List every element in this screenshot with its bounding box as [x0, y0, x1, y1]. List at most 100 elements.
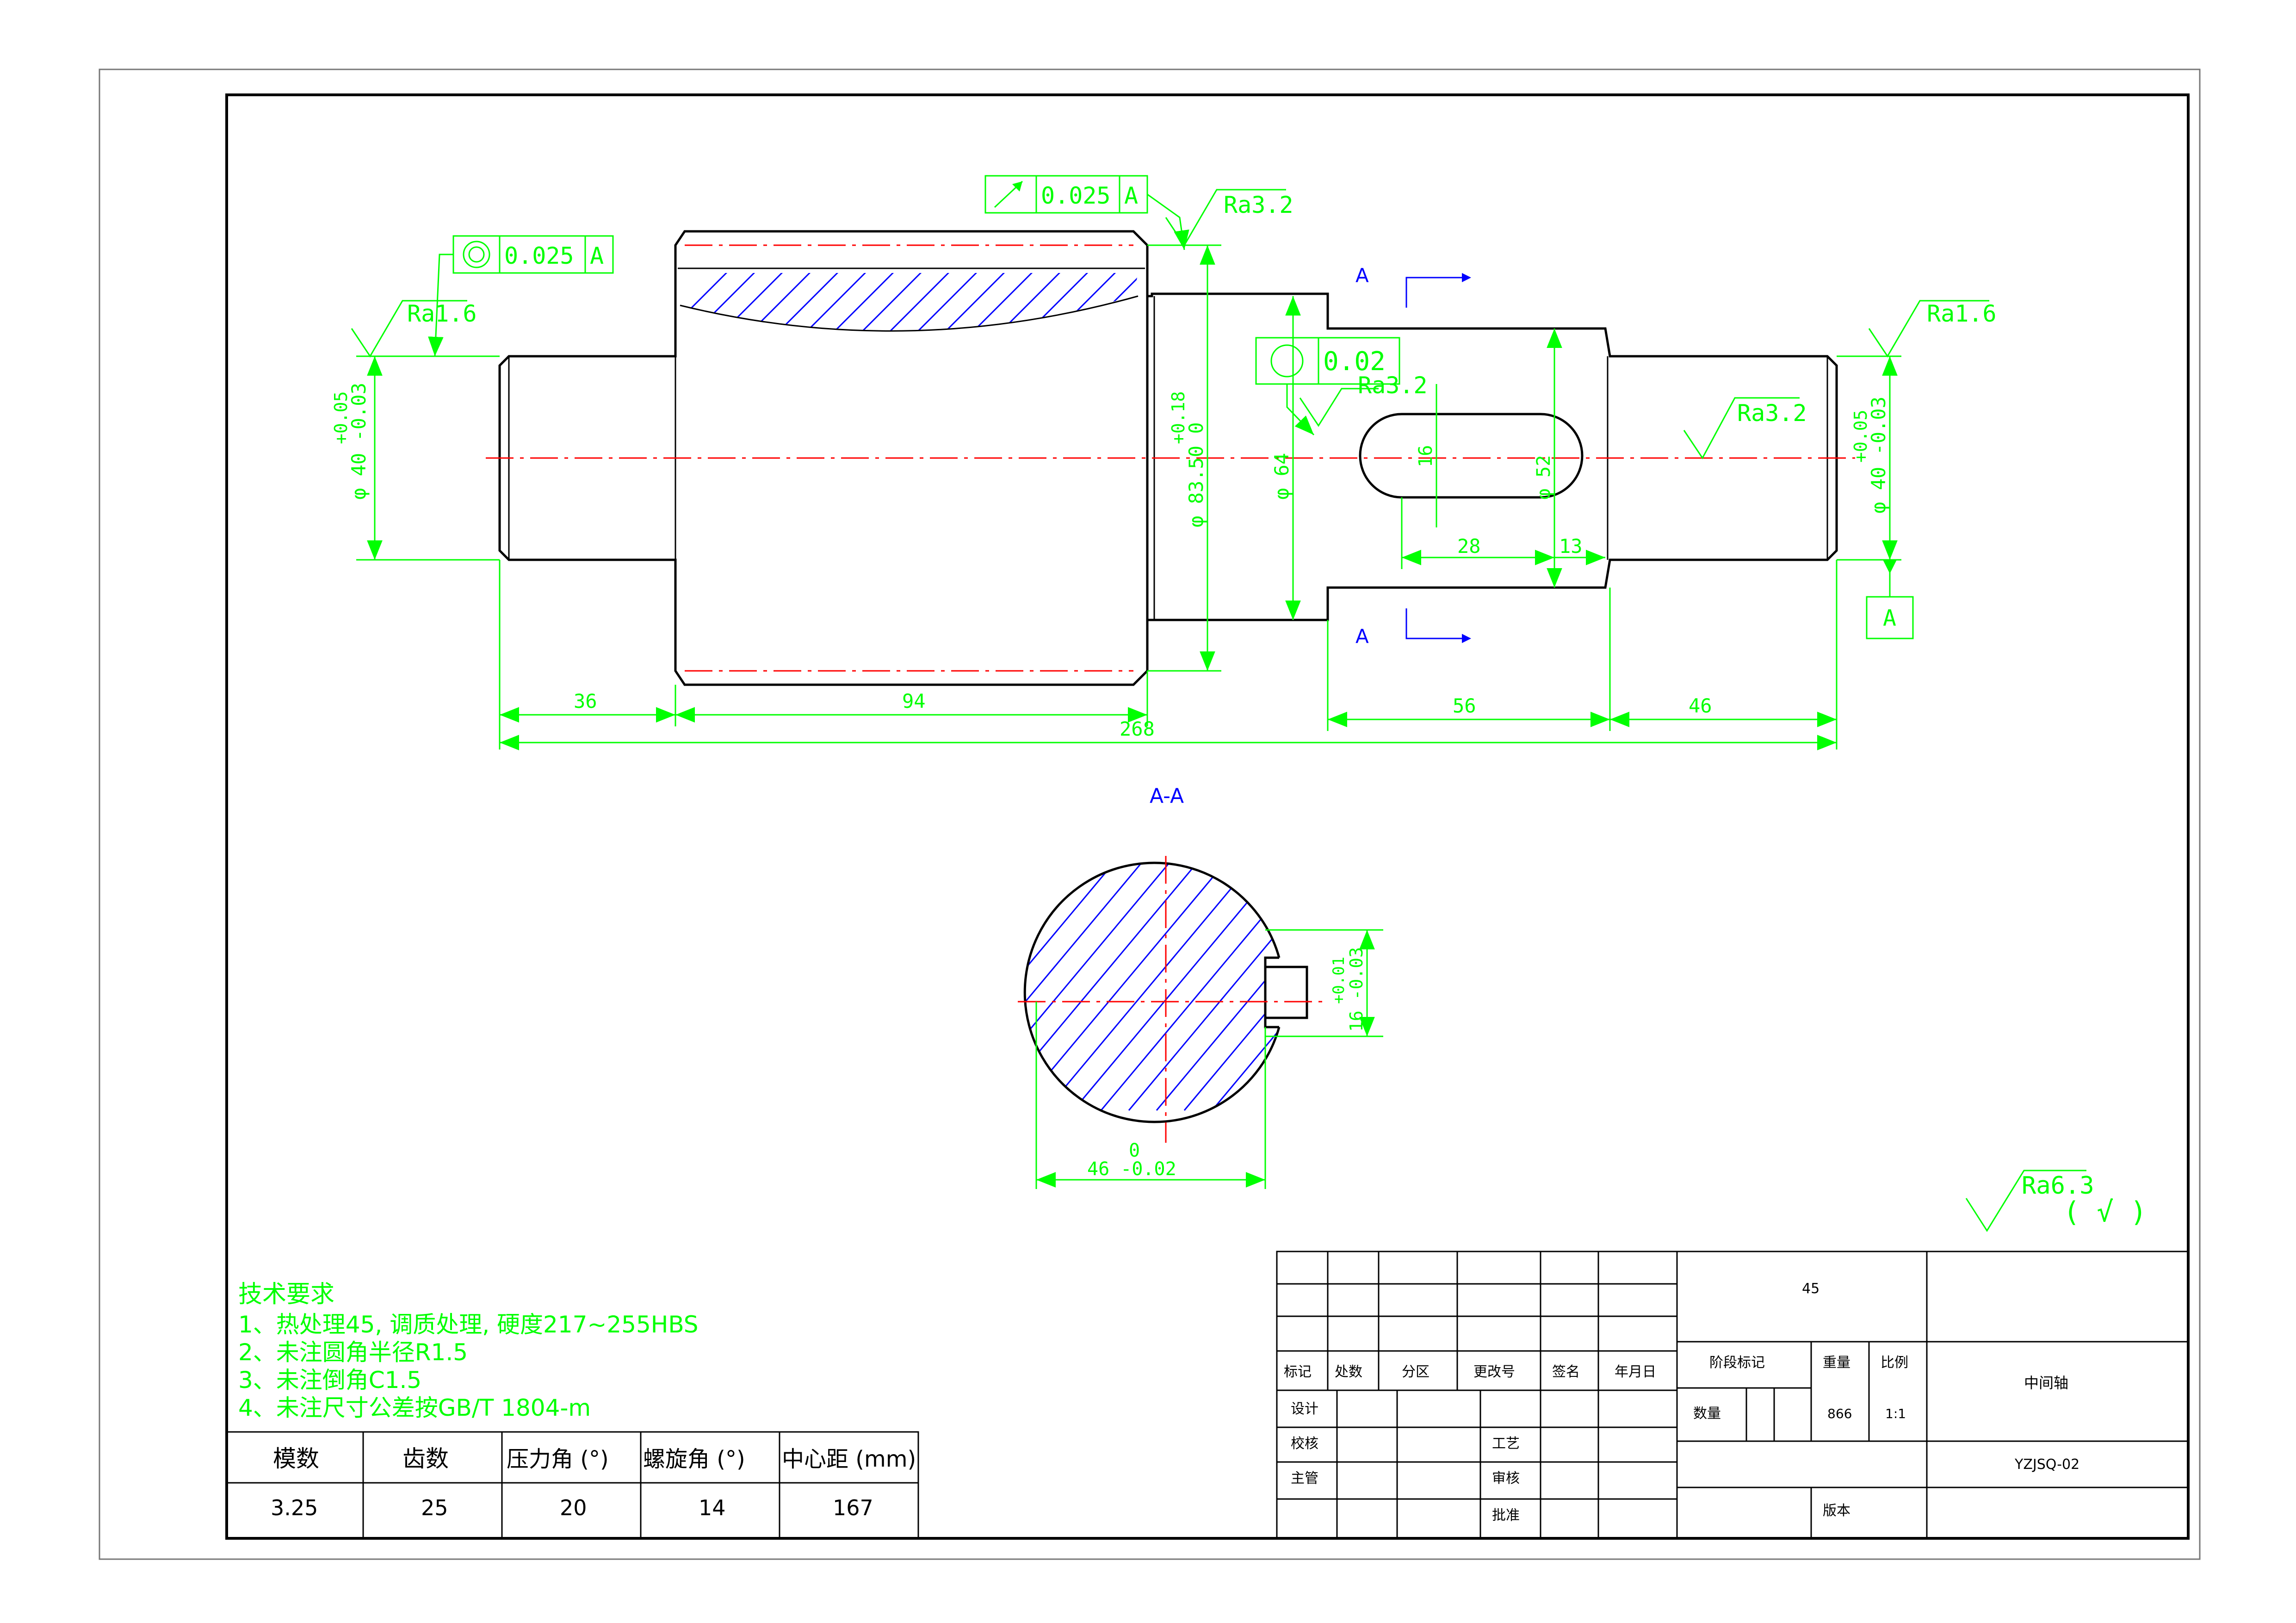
svg-text:签名: 签名 [1552, 1364, 1580, 1380]
gear-header: 螺旋角 (°) [643, 1446, 745, 1472]
section-outline [1023, 861, 1281, 1123]
gdt-concentric-left: 0.025 A [428, 235, 614, 357]
roughness-gear: Ra3.2 [1165, 189, 1293, 247]
svg-text:46: 46 [1689, 694, 1712, 717]
svg-text:+0.18: +0.18 [1168, 391, 1188, 444]
svg-text:46 -0.02: 46 -0.02 [1087, 1158, 1176, 1180]
svg-text:Ra3.2: Ra3.2 [1224, 192, 1293, 218]
datum-a: A [1866, 560, 1914, 639]
svg-text:φ 83.50 0: φ 83.50 0 [1185, 422, 1207, 527]
svg-text:年月日: 年月日 [1615, 1364, 1656, 1380]
part-name: 中间轴 [2024, 1374, 2068, 1392]
concentricity-icon [463, 241, 490, 268]
svg-text:φ 64: φ 64 [1270, 453, 1293, 500]
svg-text:94: 94 [902, 690, 926, 712]
svg-text:比例: 比例 [1881, 1355, 1908, 1371]
svg-text:A: A [1355, 625, 1369, 648]
svg-text:审核: 审核 [1492, 1470, 1520, 1487]
svg-text:φ 40 -0.03: φ 40 -0.03 [347, 383, 370, 500]
tech-item: 4、未注尺寸公差按GB/T 1804-m [238, 1394, 591, 1421]
svg-text:16 -0.03: 16 -0.03 [1346, 947, 1367, 1032]
svg-text:( √ ): ( √ ) [2063, 1196, 2147, 1228]
dim-key-width: 16 [1415, 384, 1437, 527]
svg-text:批准: 批准 [1492, 1507, 1520, 1524]
gear-value: 20 [560, 1495, 587, 1520]
concentric-left-datum: A [590, 242, 604, 269]
dim-section-width: 0 46 -0.02 [1035, 1002, 1266, 1189]
gear-hatch [680, 273, 1138, 331]
gear-header: 压力角 (°) [507, 1446, 609, 1472]
svg-text:校核: 校核 [1291, 1436, 1318, 1452]
title-block: 标记 处数 分区 更改号 签名 年月日 设计 校核 主管 工艺 审核 批准 45… [1276, 1251, 2189, 1539]
svg-text:分区: 分区 [1402, 1364, 1430, 1380]
dim-d83: φ 83.50 0 +0.18 [1147, 244, 1221, 672]
svg-text:+0.05: +0.05 [1850, 410, 1871, 463]
svg-text:16: 16 [1415, 445, 1436, 467]
runout-value: 0.025 [1041, 182, 1111, 209]
scale-value: 1:1 [1885, 1406, 1906, 1421]
roughness-shoulder: Ra3.2 [1299, 372, 1428, 427]
front-view: 0.025 A 0.025 A 0.02 Ra1.6 Ra3.2 [331, 175, 1997, 750]
dim-horizontal: 36 94 268 56 46 [499, 560, 1838, 750]
general-roughness: Ra6.3 ( √ ) [1965, 1170, 2147, 1232]
section-marker-bottom: A [1355, 608, 1471, 648]
gear-table: 模数 齿数 压力角 (°) 螺旋角 (°) 中心距 (mm) 3.25 25 2… [226, 1431, 919, 1539]
section-marker-top: A [1355, 264, 1471, 308]
gdt-runout-frame: 0.025 A [984, 175, 1189, 250]
runout-datum: A [1124, 182, 1138, 209]
concentricity-icon [1270, 344, 1304, 378]
svg-text:Ra6.3: Ra6.3 [2022, 1172, 2094, 1200]
svg-text:268: 268 [1120, 718, 1155, 740]
svg-text:28: 28 [1457, 535, 1481, 558]
svg-text:φ 52: φ 52 [1533, 455, 1554, 500]
svg-text:36: 36 [574, 690, 597, 712]
dim-d40-left: φ 40 -0.03 +0.05 [331, 355, 500, 561]
gear-header: 齿数 [402, 1445, 449, 1472]
keyway-slot [1359, 413, 1584, 499]
svg-text:Ra1.6: Ra1.6 [407, 300, 477, 327]
dim-d52: φ 52 [1533, 328, 1562, 588]
dim-key-length: 28 13 [1401, 497, 1605, 569]
section-title: A-A [1150, 784, 1184, 808]
gear-value: 14 [699, 1495, 726, 1520]
drawing-number: YZJSQ-02 [2014, 1456, 2079, 1473]
svg-text:Ra3.2: Ra3.2 [1358, 372, 1428, 399]
gear-value: 3.25 [271, 1495, 318, 1520]
svg-text:Ra3.2: Ra3.2 [1737, 400, 1807, 427]
gear-value: 167 [833, 1495, 873, 1520]
svg-text:A: A [1355, 264, 1369, 287]
gear-value: 25 [421, 1495, 448, 1520]
dim-d64: φ 64 [1270, 296, 1301, 620]
svg-text:版本: 版本 [1823, 1503, 1850, 1519]
dim-d40-right: φ 40 -0.03 +0.05 [1837, 355, 1901, 561]
roughness-keyway: Ra3.2 [1683, 397, 1807, 459]
svg-text:0: 0 [1129, 1140, 1140, 1161]
svg-text:工艺: 工艺 [1492, 1436, 1520, 1452]
svg-text:φ 40 -0.03: φ 40 -0.03 [1867, 396, 1890, 514]
inner-frame [225, 93, 2190, 1540]
material: 45 [1802, 1281, 1819, 1297]
svg-text:阶段标记: 阶段标记 [1709, 1355, 1765, 1371]
svg-text:数量: 数量 [1693, 1406, 1721, 1422]
svg-text:13: 13 [1559, 535, 1583, 558]
svg-text:设计: 设计 [1291, 1401, 1318, 1417]
gear-header: 模数 [273, 1445, 319, 1472]
dim-key-depth: 16 -0.03 +0.01 [1265, 929, 1383, 1037]
section-view: A-A 16 -0.03 +0.01 [1018, 784, 1383, 1189]
tech-requirements: 技术要求 1、热处理45, 调质处理, 硬度217~255HBS 2、未注圆角半… [238, 1281, 699, 1421]
outer-border [99, 68, 2201, 1560]
tech-title: 技术要求 [238, 1281, 334, 1308]
svg-text:主管: 主管 [1291, 1470, 1318, 1487]
svg-text:+0.05: +0.05 [331, 391, 351, 444]
svg-text:56: 56 [1453, 694, 1476, 717]
svg-text:重量: 重量 [1823, 1355, 1850, 1371]
gear-header: 中心距 (mm) [782, 1446, 916, 1472]
weight-value: 866 [1827, 1406, 1852, 1421]
concentric-left-value: 0.025 [504, 242, 574, 269]
roughness-left: Ra1.6 [351, 300, 477, 358]
tech-item: 3、未注倒角C1.5 [238, 1367, 421, 1394]
svg-text:Ra1.6: Ra1.6 [1927, 300, 1997, 327]
tech-item: 2、未注圆角半径R1.5 [238, 1339, 468, 1366]
svg-text:标记: 标记 [1284, 1364, 1312, 1380]
